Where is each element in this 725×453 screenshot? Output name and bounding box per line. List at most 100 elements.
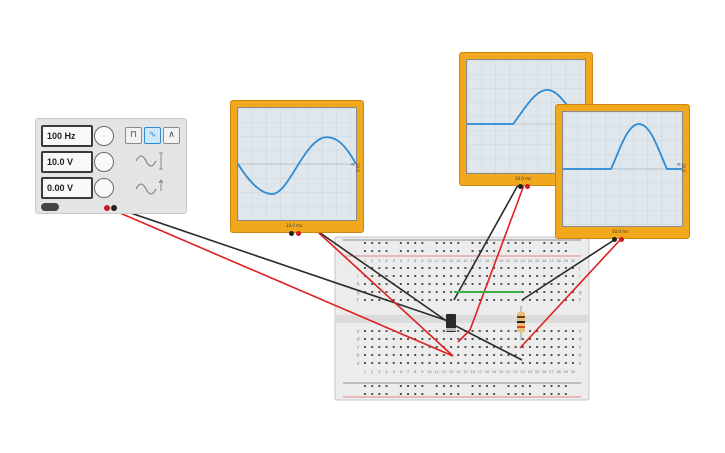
breadboard-hole[interactable] — [421, 338, 424, 340]
breadboard-hole[interactable] — [428, 362, 431, 364]
breadboard-hole[interactable] — [450, 267, 453, 269]
rail-hole[interactable] — [364, 393, 366, 395]
breadboard-hole[interactable] — [507, 346, 510, 348]
breadboard-hole[interactable] — [414, 354, 417, 356]
breadboard-hole[interactable] — [364, 354, 366, 356]
breadboard-hole[interactable] — [407, 283, 410, 285]
breadboard-hole[interactable] — [371, 354, 374, 356]
breadboard-hole[interactable] — [507, 362, 510, 364]
breadboard-hole[interactable] — [572, 354, 574, 356]
breadboard-hole[interactable] — [557, 330, 560, 332]
breadboard-hole[interactable] — [493, 338, 496, 340]
rail-hole[interactable] — [521, 393, 524, 395]
breadboard-hole[interactable] — [407, 291, 410, 293]
breadboard-hole[interactable] — [550, 275, 553, 277]
breadboard-hole[interactable] — [521, 267, 524, 269]
breadboard-hole[interactable] — [564, 267, 567, 269]
breadboard-hole[interactable] — [414, 362, 417, 364]
breadboard-hole[interactable] — [435, 330, 438, 332]
breadboard-hole[interactable] — [435, 338, 438, 340]
rail-hole[interactable] — [507, 250, 510, 252]
breadboard-hole[interactable] — [371, 267, 374, 269]
breadboard-hole[interactable] — [435, 267, 438, 269]
breadboard-hole[interactable] — [536, 275, 539, 277]
breadboard-hole[interactable] — [414, 346, 417, 348]
breadboard-hole[interactable] — [457, 267, 460, 269]
breadboard-hole[interactable] — [364, 283, 366, 285]
breadboard-hole[interactable] — [471, 338, 474, 340]
scope-negative-terminal[interactable] — [612, 237, 617, 242]
breadboard-hole[interactable] — [572, 283, 574, 285]
rail-hole[interactable] — [485, 250, 488, 252]
breadboard-hole[interactable] — [392, 267, 395, 269]
breadboard-hole[interactable] — [399, 275, 402, 277]
breadboard-hole[interactable] — [378, 291, 381, 293]
power-toggle[interactable] — [41, 203, 59, 211]
breadboard-hole[interactable] — [371, 362, 374, 364]
breadboard-hole[interactable] — [442, 291, 445, 293]
breadboard-hole[interactable] — [399, 338, 402, 340]
breadboard-hole[interactable] — [399, 291, 402, 293]
breadboard-hole[interactable] — [557, 338, 560, 340]
breadboard-hole[interactable] — [493, 346, 496, 348]
breadboard-hole[interactable] — [378, 354, 381, 356]
breadboard-hole[interactable] — [378, 330, 381, 332]
breadboard-hole[interactable] — [421, 275, 424, 277]
wire-black[interactable] — [453, 184, 519, 301]
breadboard-hole[interactable] — [385, 354, 388, 356]
rail-hole[interactable] — [493, 385, 496, 387]
breadboard-hole[interactable] — [364, 362, 366, 364]
resistor[interactable] — [517, 306, 525, 340]
breadboard-hole[interactable] — [543, 267, 546, 269]
breadboard-hole[interactable] — [457, 330, 460, 332]
breadboard-hole[interactable] — [392, 275, 395, 277]
breadboard-hole[interactable] — [564, 338, 567, 340]
breadboard-hole[interactable] — [493, 362, 496, 364]
breadboard-hole[interactable] — [407, 299, 410, 301]
rail-hole[interactable] — [385, 393, 388, 395]
positive-terminal[interactable] — [104, 205, 110, 211]
oscilloscope-1[interactable]: 10.0 ms 10.0 V — [230, 100, 364, 236]
rail-hole[interactable] — [435, 250, 438, 252]
breadboard-hole[interactable] — [457, 338, 460, 340]
rail-hole[interactable] — [471, 393, 474, 395]
breadboard-hole[interactable] — [521, 354, 524, 356]
breadboard-hole[interactable] — [572, 362, 574, 364]
rail-hole[interactable] — [414, 385, 417, 387]
breadboard-hole[interactable] — [414, 275, 417, 277]
breadboard-hole[interactable] — [392, 338, 395, 340]
breadboard-hole[interactable] — [521, 346, 524, 348]
breadboard-hole[interactable] — [428, 283, 431, 285]
breadboard-hole[interactable] — [507, 354, 510, 356]
scope-negative-terminal[interactable] — [518, 184, 523, 189]
breadboard-hole[interactable] — [407, 275, 410, 277]
breadboard-hole[interactable] — [572, 330, 574, 332]
breadboard-hole[interactable] — [414, 267, 417, 269]
breadboard-hole[interactable] — [442, 299, 445, 301]
breadboard-hole[interactable] — [428, 338, 431, 340]
rail-hole[interactable] — [414, 242, 417, 244]
rail-hole[interactable] — [442, 242, 445, 244]
breadboard-hole[interactable] — [364, 299, 366, 301]
breadboard-hole[interactable] — [378, 338, 381, 340]
breadboard-hole[interactable] — [478, 267, 481, 269]
breadboard-hole[interactable] — [399, 362, 402, 364]
rail-hole[interactable] — [528, 250, 531, 252]
rail-hole[interactable] — [478, 242, 481, 244]
rail-hole[interactable] — [493, 242, 496, 244]
breadboard-hole[interactable] — [528, 275, 531, 277]
breadboard-hole[interactable] — [457, 354, 460, 356]
breadboard-hole[interactable] — [457, 275, 460, 277]
breadboard-hole[interactable] — [550, 291, 553, 293]
breadboard-hole[interactable] — [399, 283, 402, 285]
breadboard-hole[interactable] — [450, 362, 453, 364]
amplitude-display[interactable]: 10.0 V — [41, 151, 93, 173]
breadboard-hole[interactable] — [471, 330, 474, 332]
breadboard-hole[interactable] — [378, 299, 381, 301]
breadboard-hole[interactable] — [485, 362, 488, 364]
breadboard-hole[interactable] — [521, 275, 524, 277]
breadboard-hole[interactable] — [442, 338, 445, 340]
breadboard-hole[interactable] — [572, 346, 574, 348]
breadboard-hole[interactable] — [536, 330, 539, 332]
breadboard-hole[interactable] — [407, 346, 410, 348]
